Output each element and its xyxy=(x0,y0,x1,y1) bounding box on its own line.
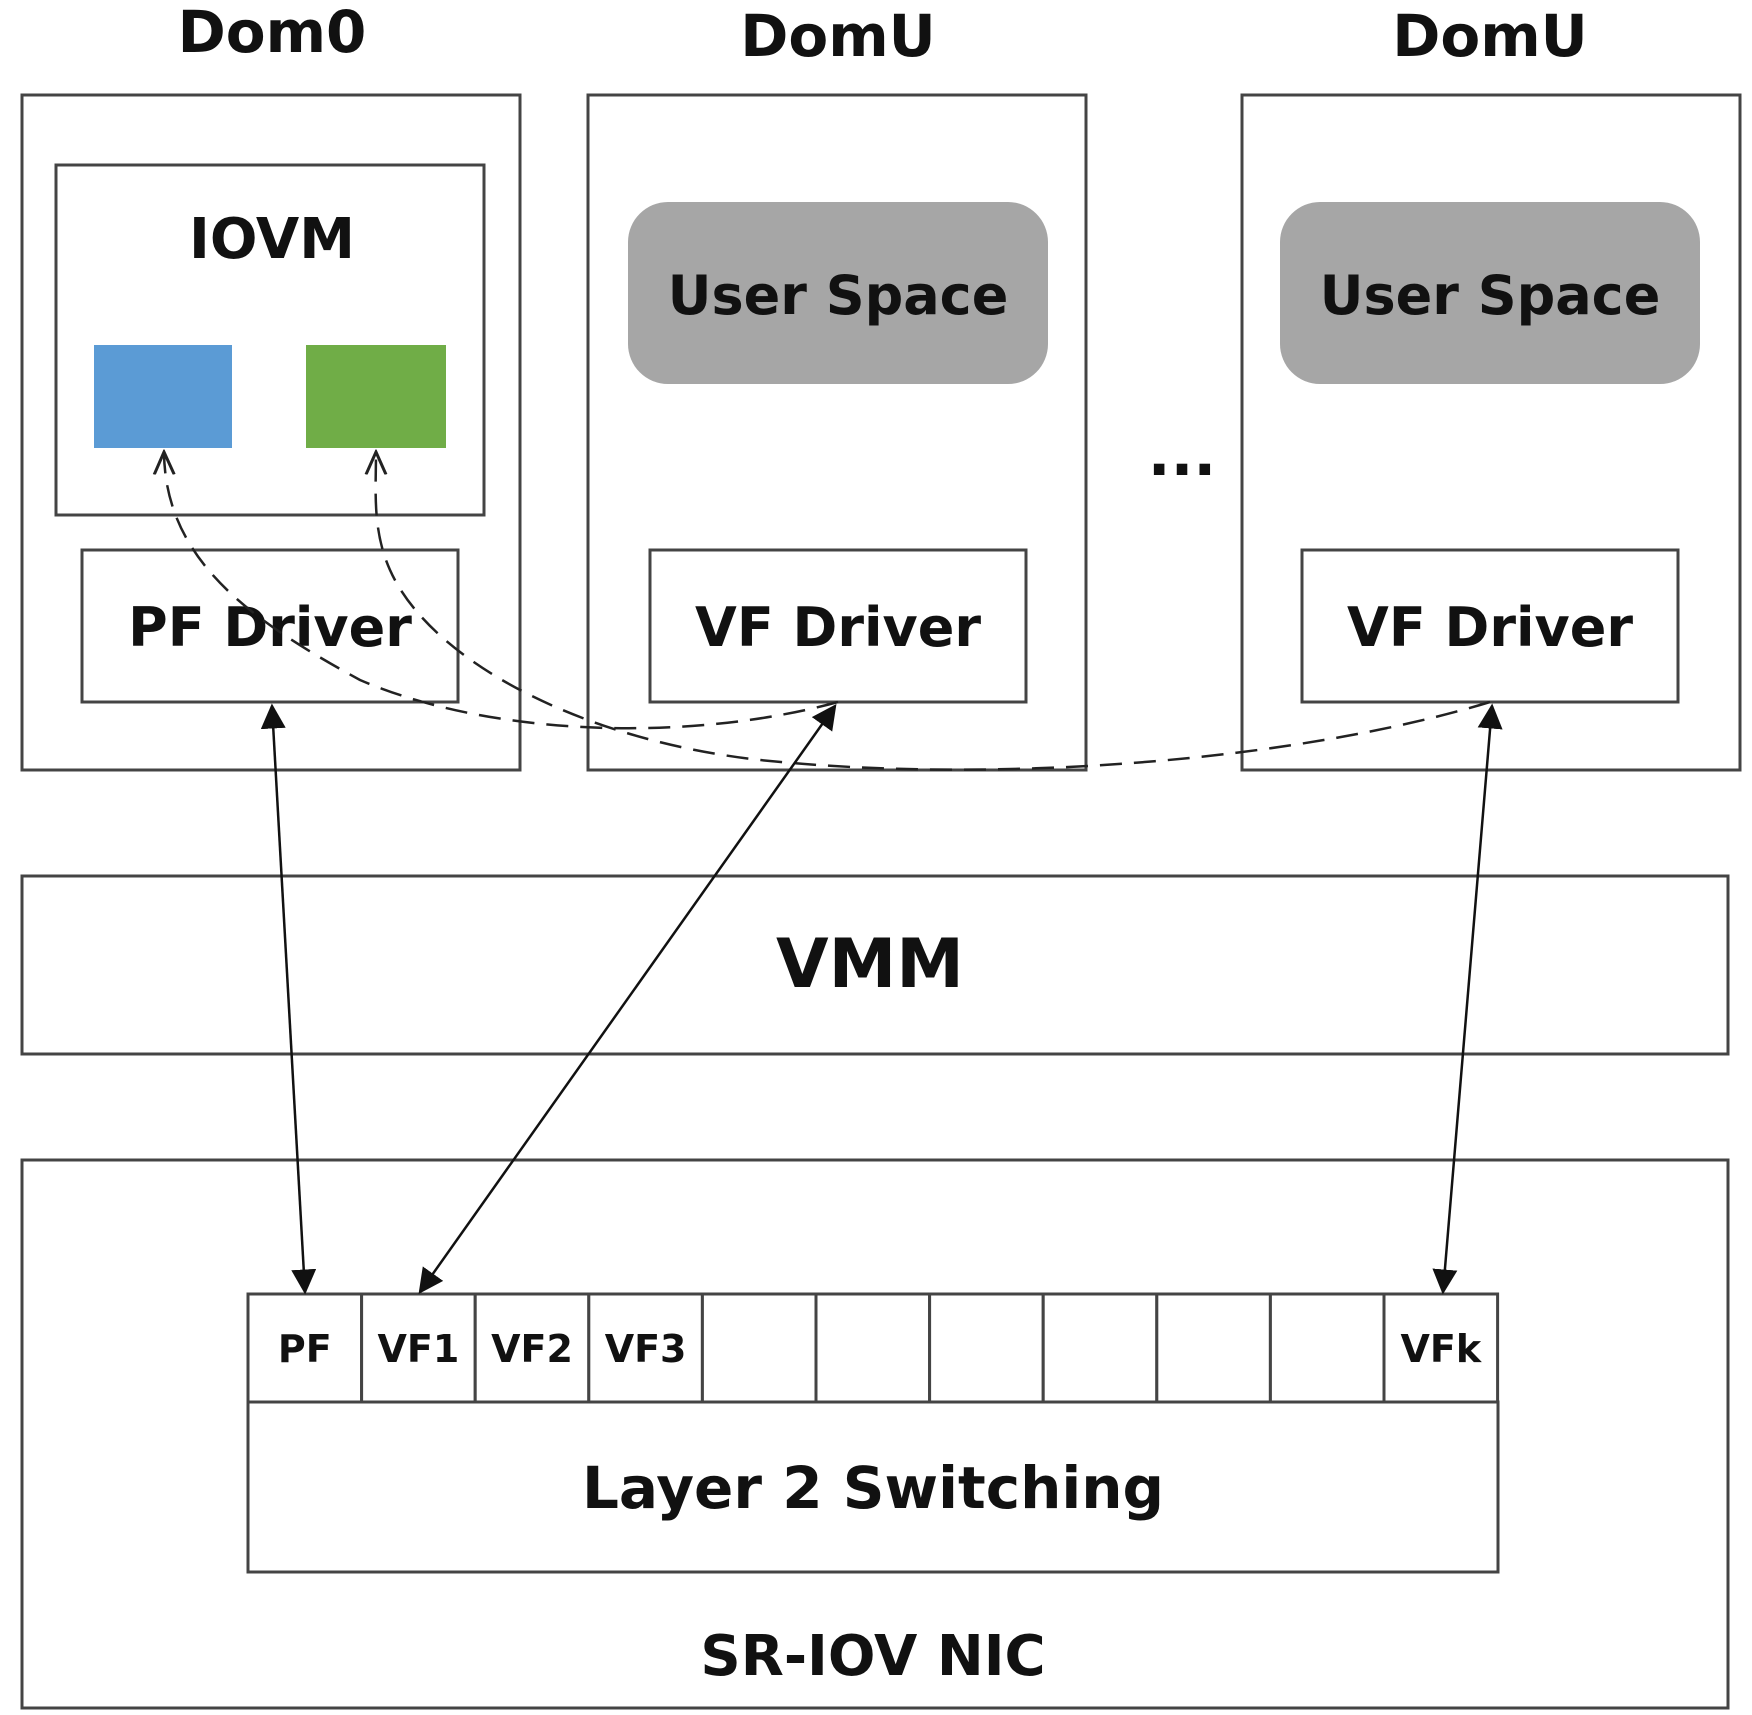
iovm-block-blue xyxy=(94,345,232,448)
nic-port-cell xyxy=(360,1292,477,1404)
pf-driver-label: PF Driver xyxy=(128,596,412,659)
pf-driver-to-pf-link xyxy=(260,703,317,1295)
nic-port-cell xyxy=(700,1292,818,1404)
domu1-to-vf1-link xyxy=(418,703,837,1295)
layer2-switch-box xyxy=(246,1400,1500,1574)
domu2-to-vfk-link xyxy=(1432,703,1503,1295)
nic-port-cell xyxy=(1155,1292,1272,1404)
nic-port-label: VFk xyxy=(1400,1327,1481,1371)
nic-port-cell xyxy=(473,1292,591,1404)
nic-port-label: PF xyxy=(278,1327,332,1371)
nic-port-cell xyxy=(928,1292,1045,1404)
dom0-title: Dom0 xyxy=(178,0,367,66)
iovm-box xyxy=(54,163,486,517)
domu1-vf-driver-label: VF Driver xyxy=(695,596,981,659)
iovm-label: IOVM xyxy=(189,207,355,272)
domu2-user-space xyxy=(1280,202,1700,384)
nic-port-label: VF1 xyxy=(377,1327,459,1371)
domu2-vf-driver-label: VF Driver xyxy=(1347,596,1633,659)
nic-port-cell xyxy=(1041,1292,1159,1404)
domu1-user-space xyxy=(628,202,1048,384)
domu2-title: DomU xyxy=(1392,2,1588,70)
domu1-vf-driver-box xyxy=(648,548,1028,704)
dashed-path-domu1-to-iovm-blue xyxy=(164,452,839,730)
nic-port-cell xyxy=(814,1292,932,1404)
domu1-title: DomU xyxy=(740,2,936,70)
domu2-user-space-label: User Space xyxy=(1320,264,1661,327)
nic-port-label: VF2 xyxy=(491,1327,573,1371)
nic-ports: PF VF1 VF2 VF3 VFk xyxy=(246,1292,1500,1404)
domain-ellipsis: ... xyxy=(1148,420,1216,490)
dashed-path-domu2-to-iovm-green xyxy=(376,452,1491,771)
nic-label: SR-IOV NIC xyxy=(700,1624,1045,1689)
iovm-block-green xyxy=(306,345,446,448)
nic-port-label: VF3 xyxy=(605,1327,687,1371)
nic-port-cell xyxy=(1268,1292,1386,1404)
vmm-label: VMM xyxy=(776,925,964,1004)
domu1-user-space-label: User Space xyxy=(668,264,1009,327)
layer2-switch-label: Layer 2 Switching xyxy=(582,1454,1164,1522)
